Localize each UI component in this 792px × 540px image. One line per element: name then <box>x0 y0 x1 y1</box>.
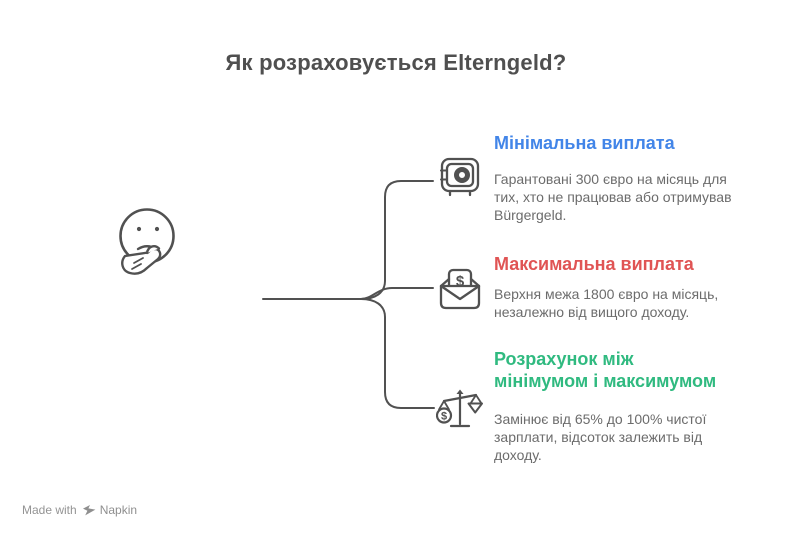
napkin-link[interactable]: Napkin <box>82 503 138 517</box>
made-with-label: Made with <box>22 503 77 517</box>
footer: Made with Napkin <box>22 503 137 517</box>
branch-connector-lines <box>262 180 435 409</box>
scales-icon: $ <box>436 389 483 428</box>
section-body-maximum: Верхня межа 1800 євро на місяць, незалеж… <box>494 286 719 320</box>
money-envelope-icon: $ <box>439 268 481 310</box>
safe-icon <box>440 157 480 197</box>
napkin-logo-icon <box>82 504 96 515</box>
page-title: Як розраховується Elterngeld? <box>225 50 567 75</box>
section-heading-maximum: Максимальна виплата <box>494 254 694 274</box>
svg-text:$: $ <box>456 273 465 290</box>
napkin-label: Napkin <box>99 503 138 517</box>
section-body-calculation: Замінює від 65% до 100% чистої зарплати,… <box>494 411 707 463</box>
section-heading-minimum: Мінімальна виплата <box>494 133 675 153</box>
section-body-minimum: Гарантовані 300 євро на місяць для тих, … <box>494 171 732 223</box>
svg-text:$: $ <box>441 411 447 423</box>
thinking-face-icon <box>119 208 175 275</box>
section-heading-calculation: Розрахунок між мінімумом і максимумом <box>494 349 717 391</box>
